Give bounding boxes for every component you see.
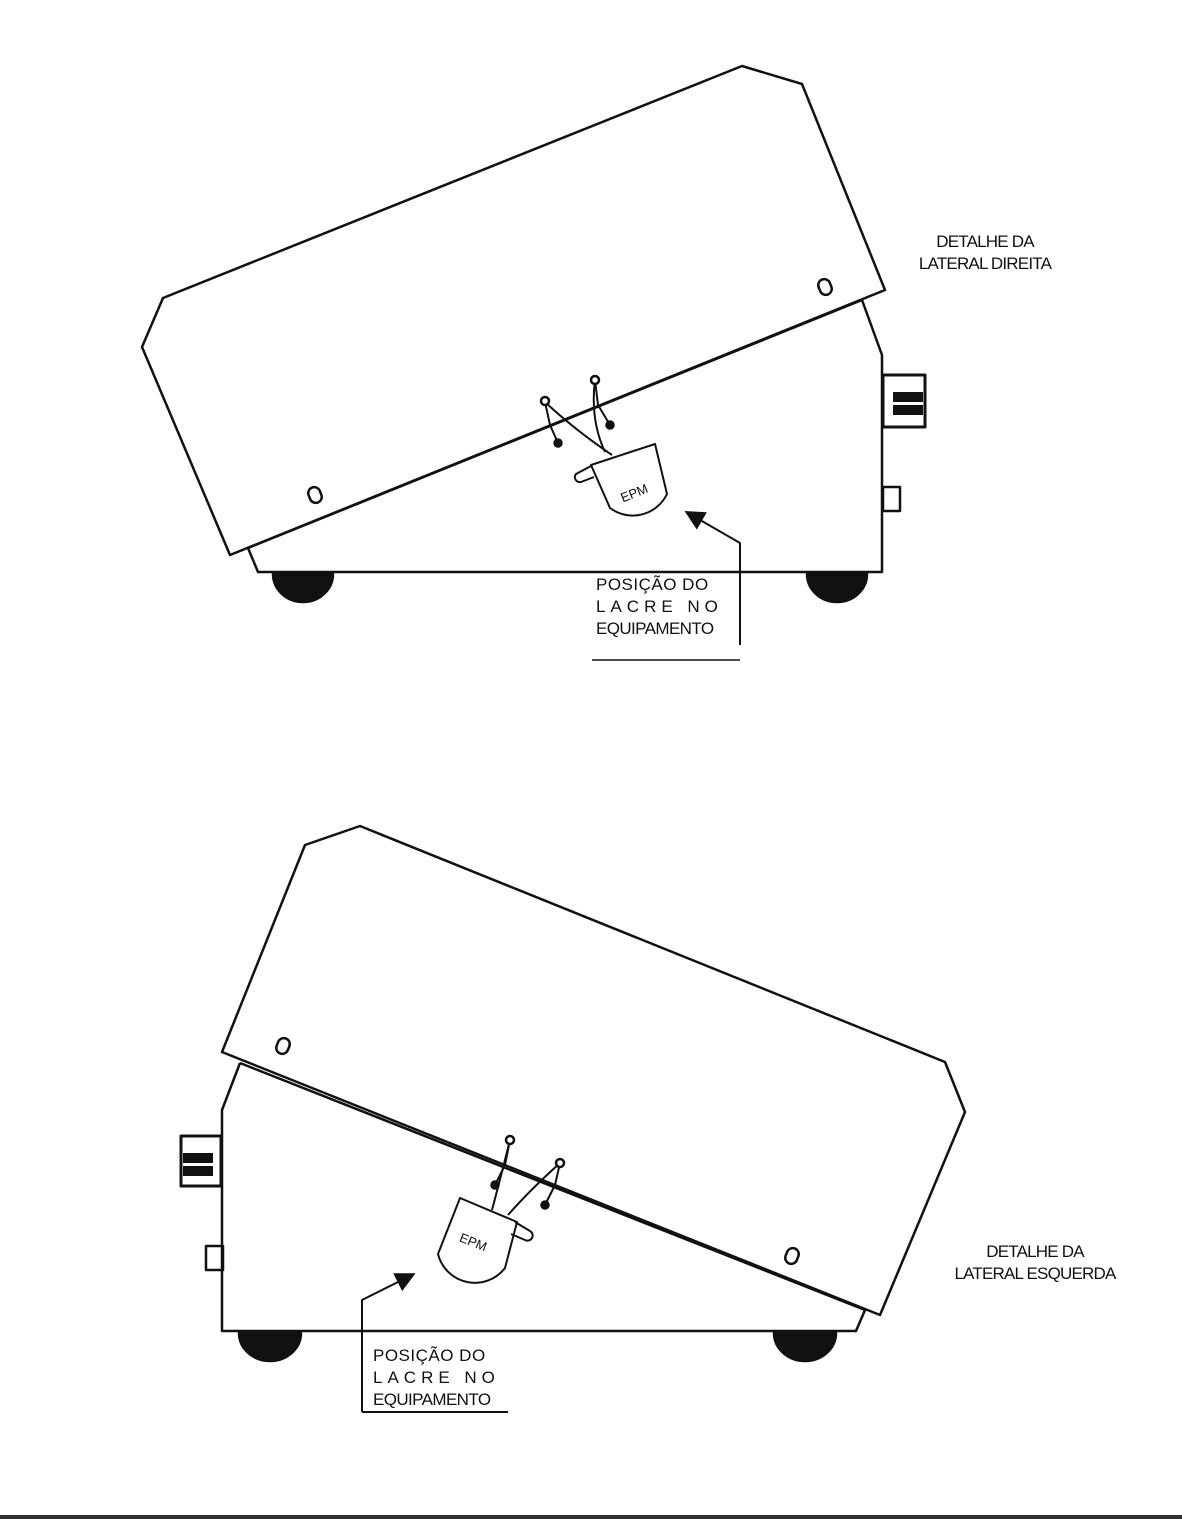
wheel — [772, 1331, 838, 1363]
seal-label: EPM — [457, 1230, 489, 1254]
pointer-arrow — [684, 511, 741, 645]
position-line-2: LACRE NO — [596, 597, 723, 616]
wire-dot — [504, 1134, 516, 1146]
seal-wire — [544, 401, 559, 444]
position-line-1: POSIÇÃO DO — [596, 575, 709, 594]
position-line-3: EQUIPAMENTO — [373, 1390, 491, 1409]
detail-line-2: LATERAL DIREITA — [918, 254, 1052, 273]
wire-dot — [553, 438, 563, 448]
detail-title-left: DETALHE DA LATERAL ESQUERDA — [940, 1241, 1130, 1285]
wheel — [237, 1331, 303, 1363]
connector — [179, 1134, 223, 1188]
wheel — [271, 572, 335, 604]
base-body — [246, 298, 884, 574]
seal-tab — [573, 465, 595, 484]
position-line-2: LACRE NO — [373, 1368, 500, 1387]
wheel — [805, 572, 869, 604]
seal-wire — [544, 1162, 561, 1206]
small-connector — [204, 1244, 225, 1272]
wire-dot — [605, 420, 615, 430]
seal-tab — [510, 1221, 534, 1242]
wire-dot — [554, 1157, 566, 1169]
seal-wire — [491, 1139, 511, 1211]
right-side-view — [140, 64, 927, 661]
screw-hole — [307, 485, 323, 505]
seal-wire — [507, 1162, 561, 1216]
tilted-lid — [140, 64, 887, 557]
scan-edge — [0, 1515, 1182, 1519]
detail-line-1: DETALHE DA — [936, 232, 1034, 251]
pointer-arrow — [361, 1273, 416, 1412]
wire-dot — [539, 395, 551, 407]
detail-line-2: LATERAL ESQUERDA — [954, 1264, 1116, 1283]
position-line-3: EQUIPAMENTO — [596, 619, 714, 638]
screw-hole — [817, 277, 833, 297]
small-connector — [881, 485, 902, 513]
left-side-view — [179, 824, 967, 1413]
tilted-lid — [220, 824, 967, 1317]
wire-dot — [540, 1200, 550, 1210]
connector-slot — [893, 405, 923, 415]
screw-hole — [784, 1246, 800, 1266]
base-body — [220, 1061, 867, 1333]
seal-position-label-bottom: POSIÇÃO DO LACRE NO EQUIPAMENTO — [373, 1345, 500, 1411]
seal-label: EPM — [618, 481, 650, 505]
connector-slot — [183, 1166, 213, 1176]
seal-body — [437, 1197, 518, 1284]
detail-line-1: DETALHE DA — [986, 1242, 1084, 1261]
connector — [881, 373, 927, 429]
seal-wire — [592, 379, 606, 453]
screw-hole — [275, 1036, 291, 1056]
seal-wire — [594, 379, 611, 426]
wire-dot — [490, 1180, 500, 1190]
detail-title-right: DETALHE DA LATERAL DIREITA — [905, 231, 1065, 275]
position-line-1: POSIÇÃO DO — [373, 1346, 486, 1365]
seal-body — [590, 443, 668, 517]
connector-slot — [183, 1153, 213, 1163]
seal-position-label-top: POSIÇÃO DO LACRE NO EQUIPAMENTO — [596, 574, 723, 640]
connector-slot — [893, 392, 923, 402]
wire-dot — [589, 374, 601, 386]
